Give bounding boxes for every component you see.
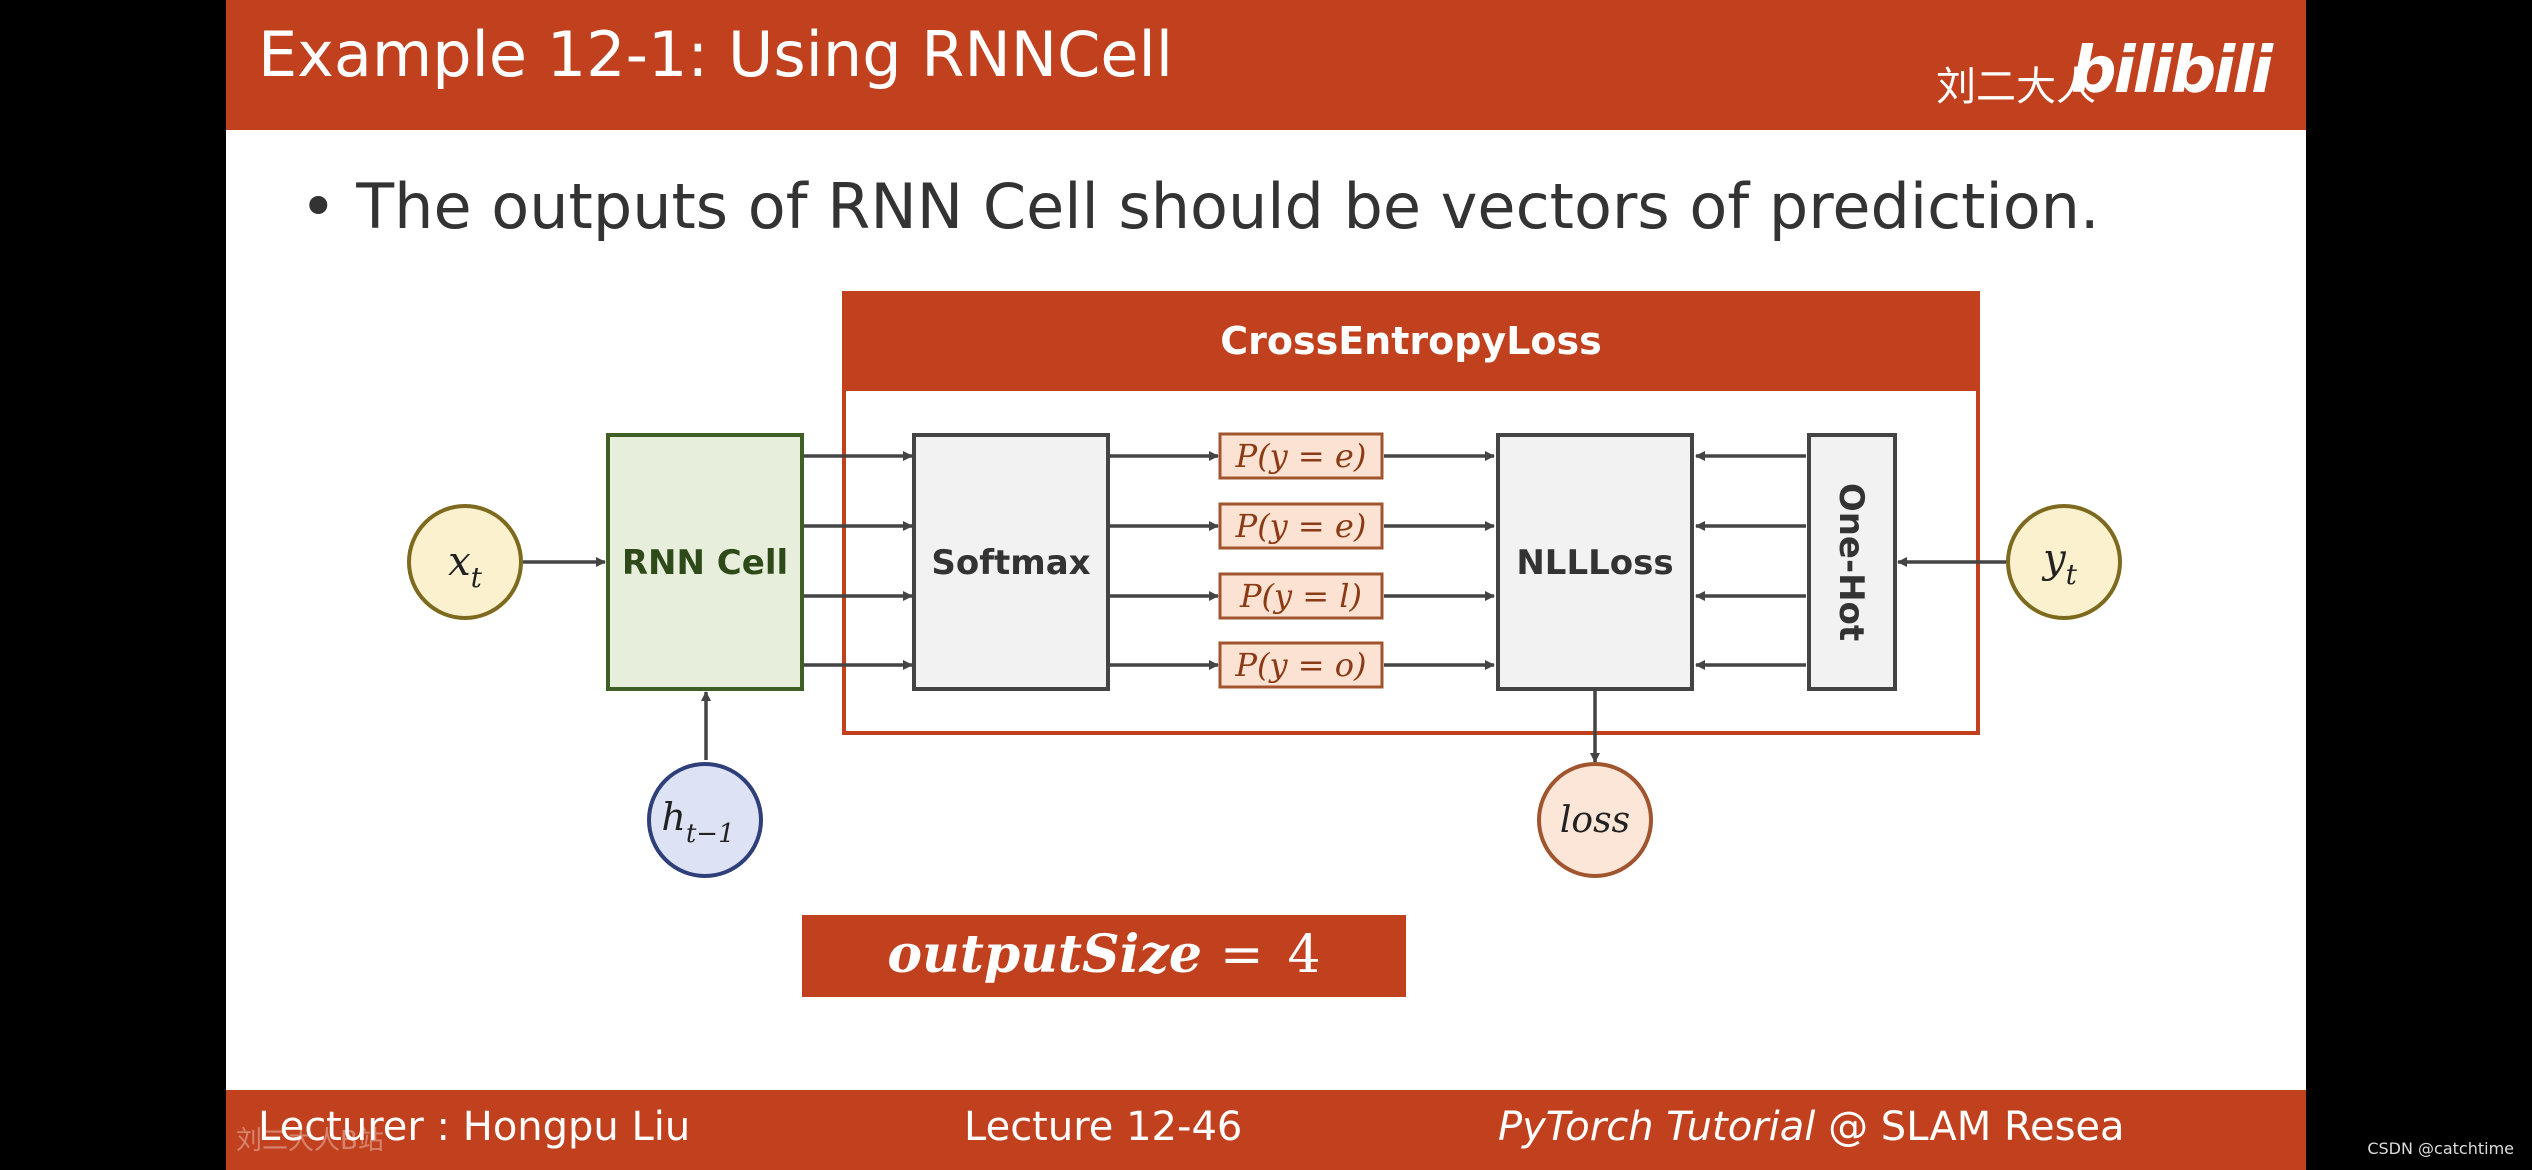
- svg-text:yt: yt: [2041, 536, 2078, 591]
- output-size-eq: =: [1220, 925, 1264, 985]
- softmax-box: Softmax: [912, 433, 1110, 691]
- hidden-symbol: h: [661, 795, 685, 839]
- target-subscript: t: [2066, 558, 2078, 591]
- slide-footer: 刘二大人B站 Lecturer : Hongpu Liu Lecture 12-…: [226, 1090, 2306, 1170]
- output-size-label: outputSize: [887, 924, 1202, 985]
- footer-watermark: 刘二大人B站: [236, 1126, 384, 1156]
- prediction-box-4: P(y = o): [1218, 641, 1384, 689]
- arrows: [523, 451, 2008, 763]
- footer-tutorial-rest: @ SLAM Resea: [1815, 1104, 2125, 1150]
- hidden-node-ht-1: ht−1: [647, 762, 763, 878]
- prediction-boxes: P(y = e) P(y = e) P(y = l) P(y = o): [1218, 432, 1384, 689]
- rnn-cell-label: RNN Cell: [622, 543, 788, 583]
- hidden-subscript: t−1: [686, 819, 735, 849]
- footer-tutorial-italic: PyTorch Tutorial: [1498, 1104, 1816, 1150]
- brand-chinese-name: 刘二大人: [1936, 64, 2096, 110]
- target-symbol: y: [2041, 536, 2067, 582]
- rnn-cell-box: RNN Cell: [606, 433, 804, 691]
- softmax-label: Softmax: [931, 543, 1090, 583]
- bullet-point: • The outputs of RNN Cell should be vect…: [300, 170, 2100, 243]
- prediction-box-1: P(y = e): [1218, 432, 1384, 480]
- prediction-label-2: P(y = e): [1235, 507, 1367, 545]
- input-node-xt: xt: [407, 504, 523, 620]
- prediction-box-3: P(y = l): [1218, 572, 1384, 620]
- bilibili-logo: bilibili: [2070, 34, 2273, 108]
- footer-lecture-number: Lecture 12-46: [964, 1104, 1243, 1150]
- output-size-banner: outputSize = 4: [802, 915, 1406, 997]
- rnn-cross-entropy-diagram: CrossEntropyLoss: [407, 291, 2122, 997]
- slide-header: Example 12-1: Using RNNCell 刘二大人 bilibil…: [226, 0, 2306, 130]
- target-node-yt: yt: [2006, 504, 2122, 620]
- cross-entropy-loss-box: CrossEntropyLoss: [842, 291, 1980, 735]
- nllloss-label: NLLLoss: [1516, 543, 1673, 583]
- prediction-label-4: P(y = o): [1235, 646, 1367, 684]
- cross-entropy-loss-title: CrossEntropyLoss: [1220, 319, 1602, 363]
- nllloss-box: NLLLoss: [1496, 433, 1694, 691]
- input-subscript: t: [471, 561, 483, 594]
- svg-text:ht−1: ht−1: [661, 795, 734, 849]
- onehot-box: One-Hot: [1807, 433, 1897, 691]
- slide-title: Example 12-1: Using RNNCell: [258, 18, 1173, 91]
- svg-text:outputSize=4: outputSize = 4: [887, 924, 1320, 985]
- onehot-label: One-Hot: [1831, 483, 1871, 641]
- svg-text:xt: xt: [448, 539, 483, 594]
- footer-lecturer: Lecturer : Hongpu Liu: [258, 1104, 691, 1150]
- loss-node: loss: [1537, 762, 1653, 878]
- prediction-label-3: P(y = l): [1239, 577, 1362, 615]
- loss-label: loss: [1560, 800, 1630, 841]
- csdn-credit: CSDN @catchtime​: [2367, 1139, 2514, 1158]
- input-symbol: x: [448, 539, 471, 585]
- output-size-value: 4: [1288, 925, 1321, 985]
- prediction-label-1: P(y = e): [1235, 437, 1367, 475]
- slide: Example 12-1: Using RNNCell 刘二大人 bilibil…: [226, 0, 2306, 1170]
- footer-tutorial: PyTorch Tutorial @ SLAM Resea: [1498, 1104, 2125, 1150]
- prediction-box-2: P(y = e): [1218, 502, 1384, 550]
